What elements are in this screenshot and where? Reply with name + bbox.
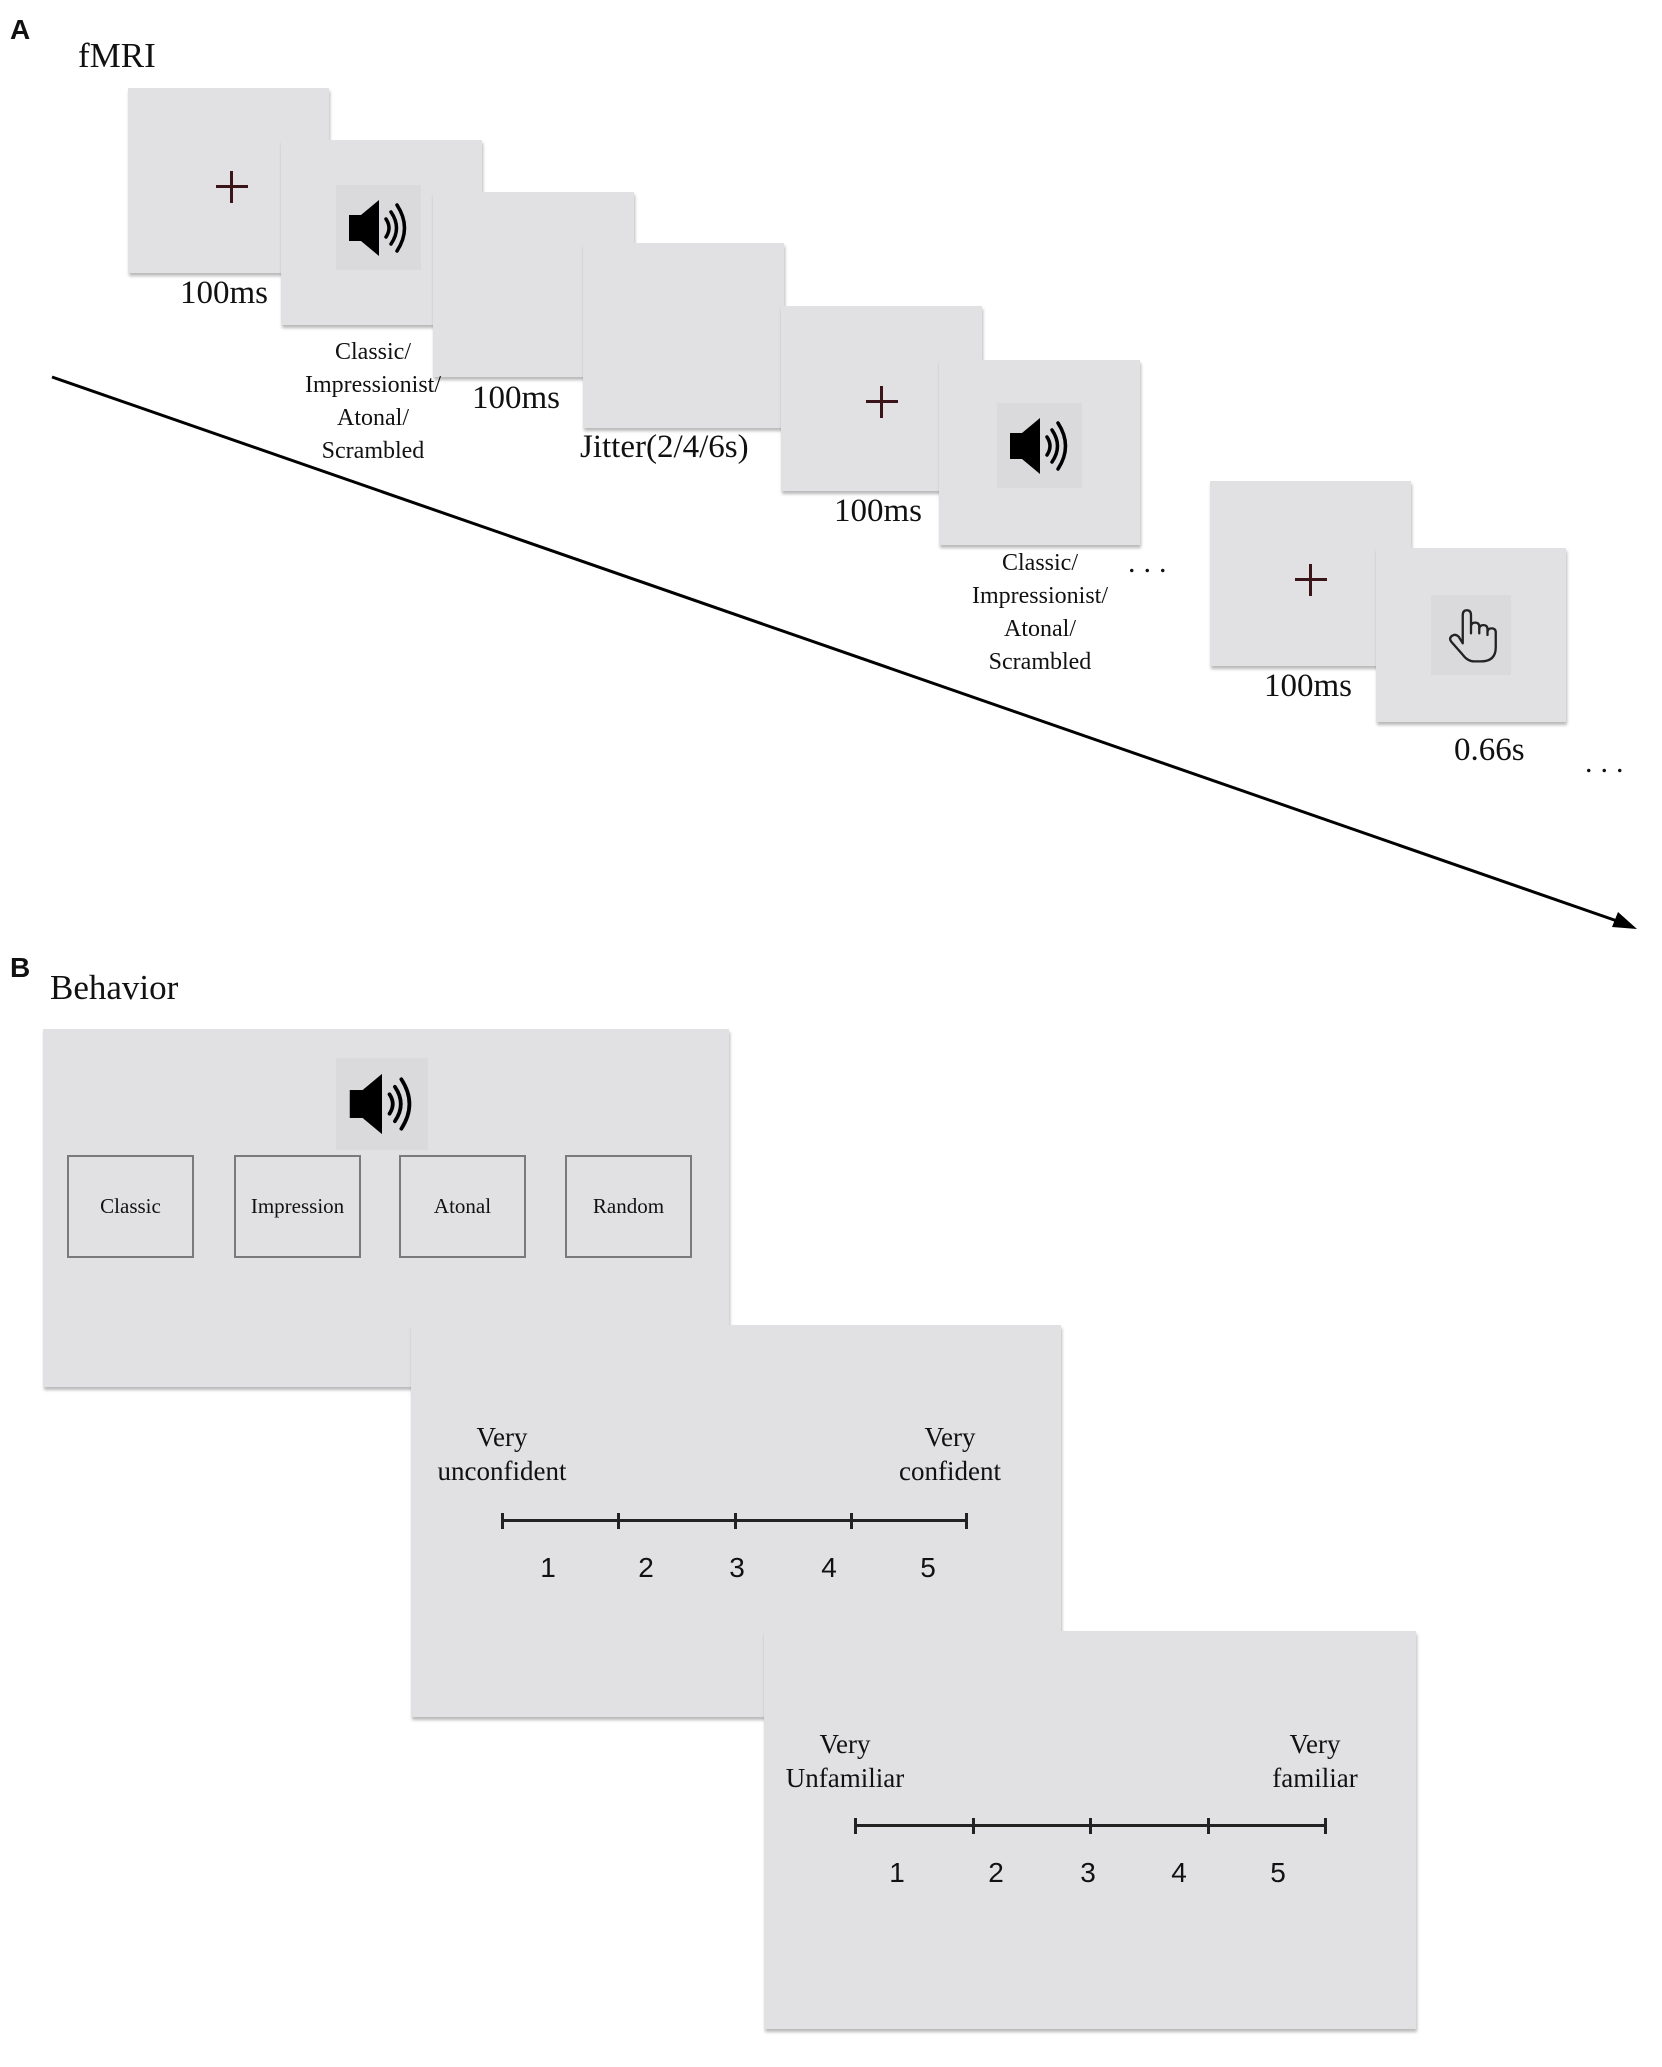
- familiarity-number-1: 1: [889, 1857, 905, 1888]
- timing-label-jitter: Jitter(2/4/6s): [580, 429, 749, 465]
- familiarity-tick-5[interactable]: [1324, 1818, 1327, 1834]
- familiarity-rating-screen: Very Unfamiliar Very familiar 1 2 3 4 5: [764, 1631, 1416, 2029]
- familiarity-tick-4[interactable]: [1207, 1818, 1210, 1834]
- ellipsis-2: ...: [1585, 746, 1632, 779]
- plus-icon: [1295, 564, 1327, 596]
- confidence-tick-2[interactable]: [617, 1513, 620, 1529]
- timing-label-fixation-1: 100ms: [180, 275, 269, 311]
- confidence-number-2: 2: [638, 1552, 654, 1583]
- panel-a-letter: A: [10, 14, 31, 45]
- hand-pointer-icon: [1431, 595, 1511, 675]
- speaker-icon: [997, 403, 1082, 488]
- confidence-tick-4[interactable]: [850, 1513, 853, 1529]
- familiarity-tick-3[interactable]: [1089, 1818, 1092, 1834]
- familiarity-tick-1[interactable]: [854, 1818, 857, 1834]
- ellipsis-1: ...: [1128, 546, 1175, 579]
- category-label-2: Classic/ Impressionist/ Atonal/ Scramble…: [972, 550, 1108, 675]
- confidence-tick-1[interactable]: [501, 1513, 504, 1529]
- familiarity-number-5: 5: [1270, 1857, 1286, 1888]
- timing-label-blank: 100ms: [472, 380, 561, 416]
- timing-label-fixation-3: 100ms: [1264, 668, 1353, 704]
- response-screen: [1376, 548, 1566, 722]
- option-classic-button[interactable]: Classic: [67, 1155, 194, 1258]
- category-label-1: Classic/ Impressionist/ Atonal/ Scramble…: [305, 339, 441, 464]
- familiarity-tick-2[interactable]: [972, 1818, 975, 1834]
- familiarity-number-2: 2: [988, 1857, 1004, 1888]
- option-atonal-button[interactable]: Atonal: [399, 1155, 526, 1258]
- plus-icon: [216, 171, 248, 203]
- option-impression-button[interactable]: Impression: [234, 1155, 361, 1258]
- speaker-icon: [336, 1058, 428, 1150]
- confidence-left-label: Very unconfident: [437, 1422, 567, 1486]
- sound-screen-2: [939, 360, 1140, 545]
- confidence-number-3: 3: [729, 1552, 745, 1583]
- familiarity-left-label: Very Unfamiliar: [785, 1729, 905, 1793]
- timing-label-response: 0.66s: [1454, 732, 1525, 768]
- panel-b-title: Behavior: [50, 968, 179, 1007]
- familiarity-right-label: Very familiar: [1272, 1729, 1358, 1793]
- confidence-rating-screen: Very unconfident Very confident 1 2 3 4 …: [411, 1325, 1061, 1717]
- familiarity-number-3: 3: [1080, 1857, 1096, 1888]
- confidence-number-4: 4: [821, 1552, 837, 1583]
- plus-icon: [866, 386, 898, 418]
- speaker-icon: [336, 185, 421, 270]
- confidence-tick-5[interactable]: [965, 1513, 968, 1529]
- panel-b-letter: B: [10, 952, 31, 983]
- confidence-number-1: 1: [540, 1552, 556, 1583]
- timing-label-fixation-2: 100ms: [834, 493, 923, 529]
- jitter-screen: [583, 243, 784, 428]
- timeline-arrow: [51, 375, 1637, 929]
- option-random-button[interactable]: Random: [565, 1155, 692, 1258]
- panel-a-title: fMRI: [78, 36, 156, 75]
- familiarity-number-4: 4: [1171, 1857, 1187, 1888]
- confidence-right-label: Very confident: [899, 1422, 1001, 1486]
- confidence-number-5: 5: [920, 1552, 936, 1583]
- confidence-tick-3[interactable]: [734, 1513, 737, 1529]
